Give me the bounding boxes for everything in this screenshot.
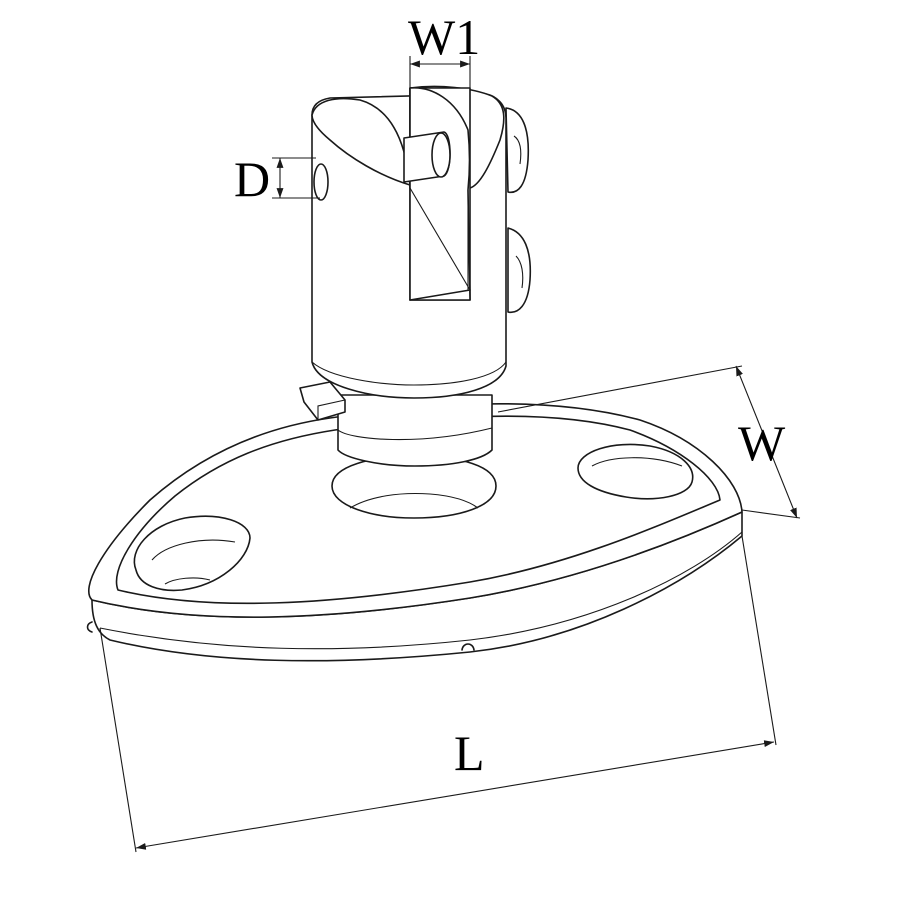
clevis-body (311, 85, 532, 399)
dimension-label-w1: W1 (408, 9, 480, 65)
dimension-label-l: L (454, 725, 485, 781)
dimension-w1: W1 (408, 9, 480, 110)
centre-hole (331, 455, 497, 519)
dimension-label-w: W (738, 415, 786, 471)
dimension-l: L (99, 535, 777, 853)
dimension-w: W (497, 365, 801, 519)
mounting-hole-right (577, 443, 694, 500)
neck (299, 381, 493, 467)
dimension-label-d: D (234, 151, 270, 207)
mounting-hole-left (133, 515, 251, 592)
dimension-d: D (234, 151, 320, 207)
